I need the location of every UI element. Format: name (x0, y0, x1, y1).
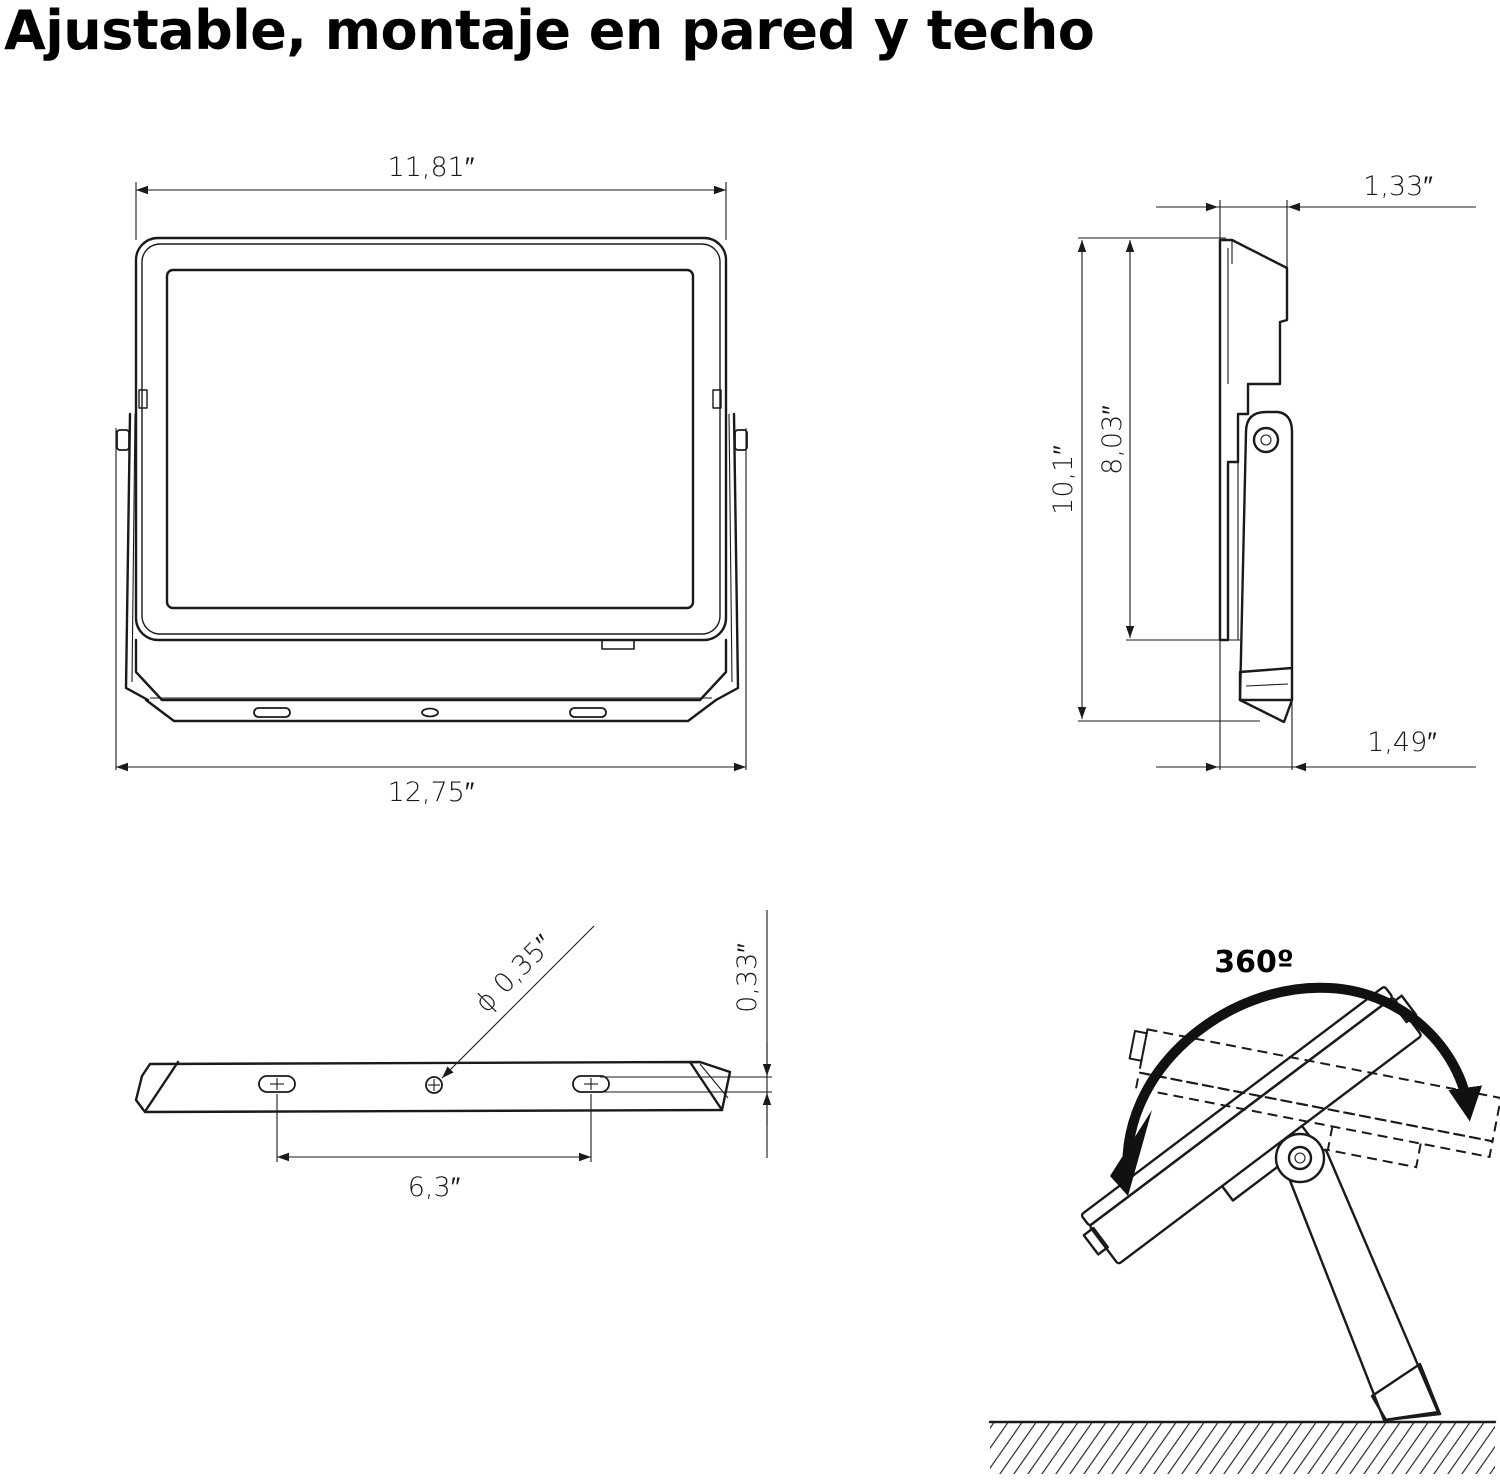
arrow-icon (1110, 1110, 1152, 1196)
side-view: 1,33″ 1,49″ 10,1″ 8,03″ (1048, 171, 1476, 772)
page-title: Ajustable, montaje en pared y techo (4, 0, 1095, 62)
rotation-pivot-icon (1287, 1145, 1313, 1171)
rotation-view: 360º (988, 945, 1500, 1474)
bracket-center-hole (425, 1076, 443, 1094)
bracket-view: ϕ 0,35″ 6,3″ 0,33″ (134, 910, 772, 1203)
ground-hatch-icon (990, 1422, 1495, 1474)
housing-outline (134, 236, 728, 642)
leader-hole-diameter (441, 925, 595, 1079)
knob-left (116, 429, 130, 451)
rotation-bracket-arm (1276, 1148, 1440, 1422)
bracket-slot-right (572, 1075, 610, 1093)
lens-panel (165, 268, 695, 610)
dim-label-body-height: 8,03″ (1097, 405, 1128, 475)
rotation-arrow-icon (1122, 982, 1483, 1179)
side-housing (1218, 238, 1289, 642)
bracket-arm-right (714, 412, 740, 702)
bracket-arm-left (124, 412, 150, 702)
bracket-plate (134, 1060, 732, 1114)
dim-label-bottom-width: 12,75″ (388, 777, 475, 808)
bracket-slot-left (258, 1075, 296, 1093)
dim-label-hole-spacing: 6,3″ (408, 1172, 461, 1203)
rotation-label: 360º (1214, 945, 1294, 980)
dim-label-bottom-depth: 1,49″ (1367, 727, 1437, 758)
knob-right (734, 429, 748, 451)
mount-base (144, 698, 718, 723)
pivot-bolt-icon (1252, 426, 1280, 454)
front-view: 11,81″ 12,75″ (115, 152, 748, 808)
dim-label-top-width: 11,81″ (388, 152, 475, 183)
dim-label-top-depth: 1,33″ (1363, 171, 1433, 202)
side-bracket-arm (1238, 410, 1294, 702)
dim-label-total-height: 10,1″ (1048, 445, 1079, 515)
dim-label-slot-height: 0,33″ (732, 943, 763, 1013)
